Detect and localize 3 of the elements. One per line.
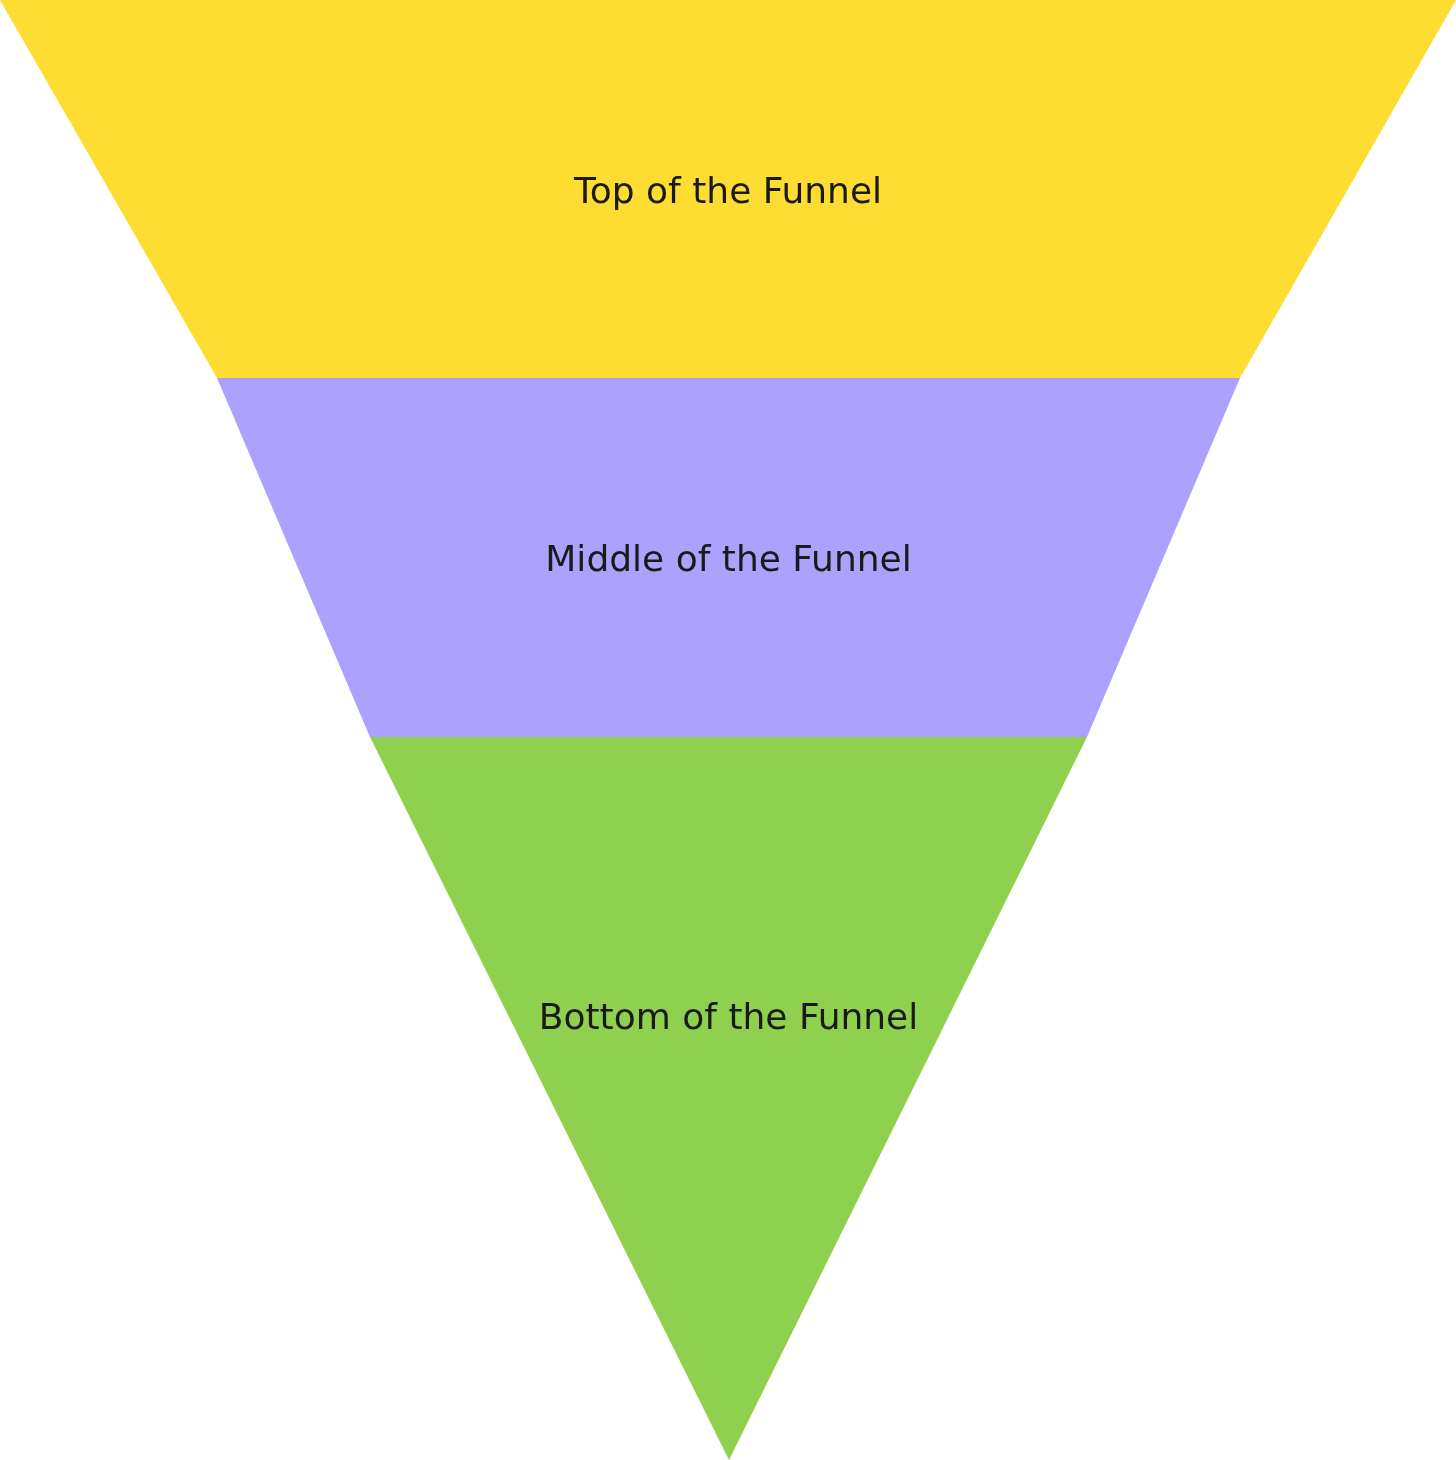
segment-label: Bottom of the Funnel (538, 996, 919, 1037)
segment-label: Middle of the Funnel (545, 538, 912, 579)
segment-label: Top of the Funnel (573, 170, 883, 211)
